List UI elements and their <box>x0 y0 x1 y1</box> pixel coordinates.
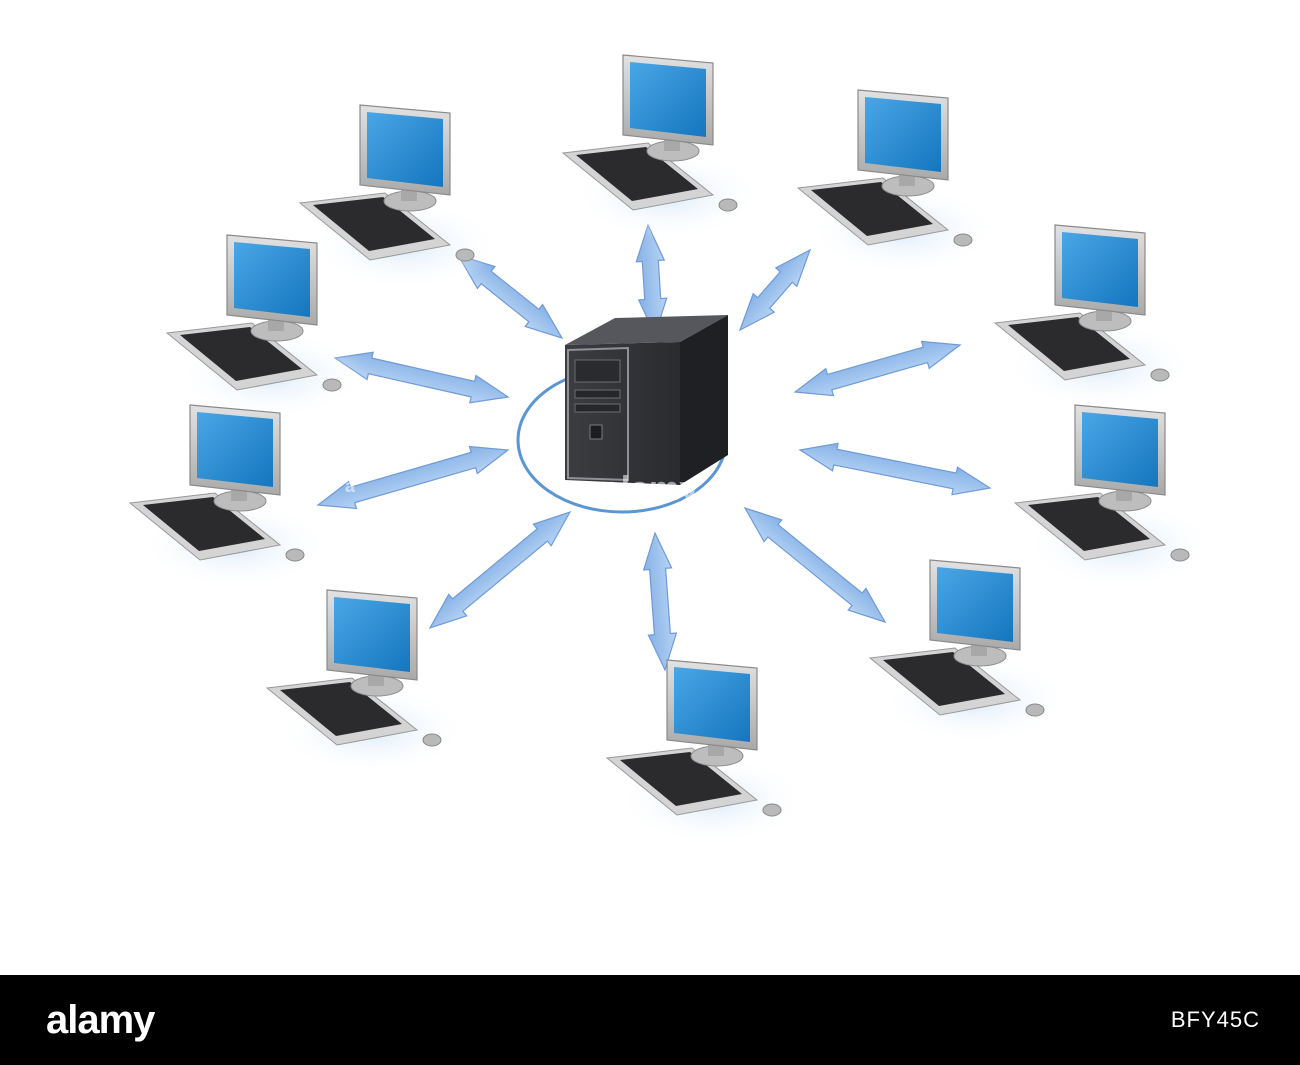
desktop-computer-icon <box>298 104 500 290</box>
desktop-computer-icon <box>128 404 330 590</box>
desktop-computer-icon <box>993 224 1195 410</box>
double-arrow-icon <box>738 248 812 332</box>
desktop-computer-icon <box>265 589 467 775</box>
desktop-computer-icon <box>561 54 763 240</box>
footer-image-id: BFY45C <box>1170 1007 1260 1032</box>
computer-group <box>128 54 1215 845</box>
server-tower-icon <box>565 315 728 485</box>
network-diagram-scene: alamy a a <box>128 54 1215 845</box>
center-watermark: alamy <box>602 470 698 508</box>
double-arrow-icon <box>428 510 572 630</box>
double-arrow-icon <box>316 445 510 510</box>
desktop-computer-icon <box>796 89 998 275</box>
double-arrow-icon <box>642 531 678 672</box>
desktop-computer-icon <box>868 559 1070 745</box>
arrow-group <box>316 223 992 672</box>
double-arrow-icon <box>793 340 962 397</box>
double-arrow-icon <box>743 506 887 624</box>
double-arrow-icon <box>798 442 992 496</box>
desktop-computer-icon <box>605 659 807 845</box>
small-watermark: a <box>795 340 806 360</box>
footer-bar: alamy BFY45C <box>0 975 1300 1065</box>
desktop-computer-icon <box>165 234 367 420</box>
desktop-computer-icon <box>1013 404 1215 590</box>
small-watermark: a <box>345 476 356 496</box>
footer-logo: alamy <box>46 998 155 1042</box>
